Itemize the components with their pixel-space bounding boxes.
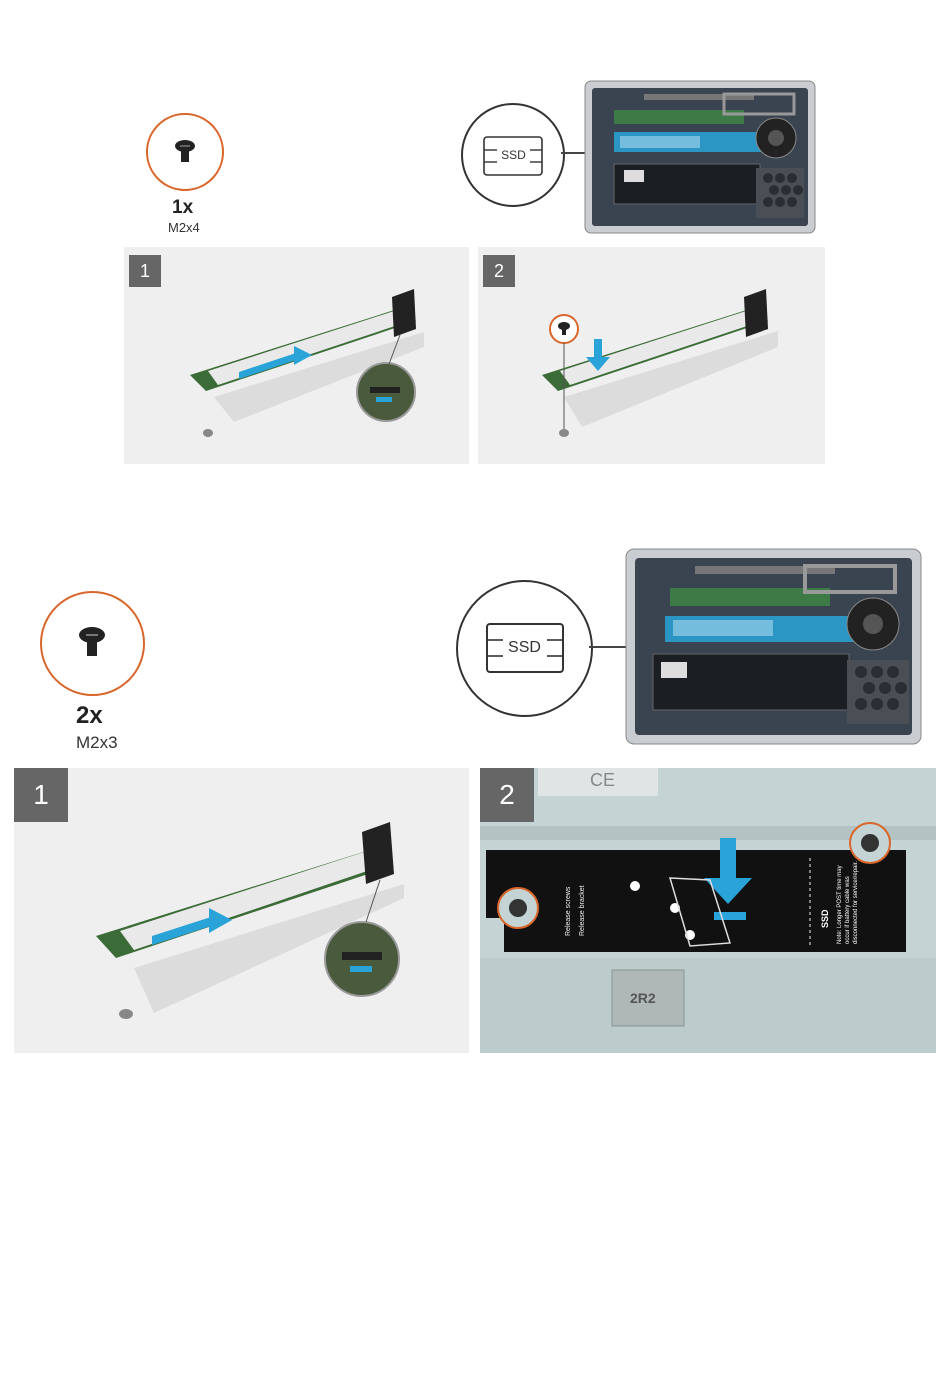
step-2-panel: 2 [478, 247, 825, 464]
screw-icon [148, 115, 222, 189]
screw-quantity: 2x [76, 702, 103, 730]
screw-icon [42, 593, 143, 694]
ssd-callout: SSD [456, 580, 593, 717]
step-number: 2 [480, 768, 534, 822]
ssd-card-image [124, 247, 469, 464]
board-label-2r2: 2R2 [630, 990, 656, 1006]
ssd-label: SSD [503, 639, 546, 657]
plate-release-bracket-text: Release bracket [578, 846, 587, 936]
ssd-card-image [14, 768, 469, 1053]
thermal-plate-install-image [480, 768, 936, 1053]
step-1-panel: 1 [124, 247, 469, 464]
ssd-label: SSD [497, 148, 530, 162]
laptop-overview-image [584, 80, 816, 234]
board-label-ce: CE [590, 770, 615, 791]
screw-callout [146, 113, 224, 191]
plate-release-screws-text: Release screws [564, 846, 573, 936]
ssd-install-image [478, 247, 825, 464]
screw-callout [40, 591, 145, 696]
screw-size: M2x4 [168, 220, 200, 235]
plate-ssd-title: SSD [820, 909, 830, 928]
laptop-overview-image [625, 548, 922, 745]
plate-note-text: Note: Longer POST time may occur if batt… [836, 854, 860, 944]
screw-quantity: 1x [172, 197, 193, 219]
ssd-callout: SSD [461, 103, 565, 207]
step-2-panel: 2 2R2 CE Release screws Release bracket … [480, 768, 936, 1053]
screw-size: M2x3 [76, 733, 118, 753]
step-1-panel: 1 [14, 768, 469, 1053]
